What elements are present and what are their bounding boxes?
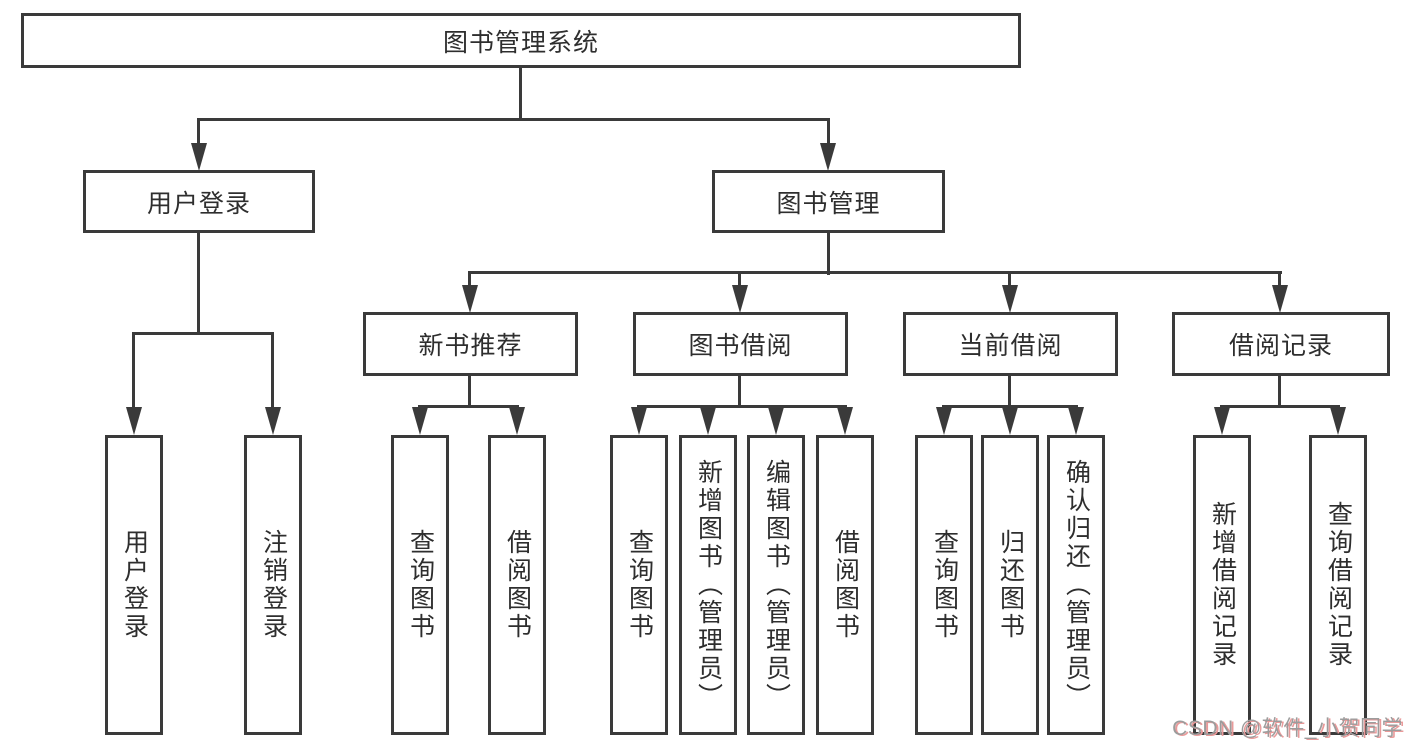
arrow-cb-return bbox=[1002, 407, 1018, 435]
connector-root-hbar bbox=[197, 118, 830, 121]
connector-user-login-stem bbox=[197, 231, 200, 335]
connector-br-stem bbox=[1278, 374, 1281, 408]
arrow-rec-query bbox=[412, 407, 428, 435]
node-leaf-br-query-record: 查询借阅记录 bbox=[1309, 435, 1367, 735]
arrow-cb-confirm bbox=[1068, 407, 1084, 435]
node-book-management: 图书管理 bbox=[712, 170, 945, 233]
connector-rec-stem bbox=[468, 374, 471, 408]
connector-bb-stem bbox=[738, 374, 741, 408]
arrow-br-query bbox=[1330, 407, 1346, 435]
node-book-borrowing: 图书借阅 bbox=[633, 312, 848, 376]
node-leaf-cb-return-book: 归还图书 bbox=[981, 435, 1039, 735]
arrow-rec-borrow bbox=[509, 407, 525, 435]
node-leaf-rec-borrow-book: 借阅图书 bbox=[488, 435, 546, 735]
connector-user-login-hbar bbox=[132, 332, 274, 335]
connector-drop-user-login bbox=[197, 118, 200, 146]
connector-bb-hbar bbox=[637, 405, 847, 408]
node-current-borrowing: 当前借阅 bbox=[903, 312, 1118, 376]
arrow-bb-borrow bbox=[837, 407, 853, 435]
arrow-leaf-user-login bbox=[126, 407, 142, 435]
arrow-bb-edit bbox=[768, 407, 784, 435]
node-new-book-recommend: 新书推荐 bbox=[363, 312, 578, 376]
arrow-bb-query bbox=[631, 407, 647, 435]
connector-rec-hbar bbox=[418, 405, 519, 408]
arrow-br bbox=[1272, 285, 1288, 313]
csdn-watermark: CSDN @软件_小贺同学 bbox=[1172, 717, 1403, 740]
connector-cb-stem bbox=[1008, 374, 1011, 408]
node-leaf-rec-query-book: 查询图书 bbox=[391, 435, 449, 735]
node-leaf-br-add-record: 新增借阅记录 bbox=[1193, 435, 1251, 735]
connector-book-mgmt-stem bbox=[827, 231, 830, 275]
node-leaf-logout: 注销登录 bbox=[244, 435, 302, 735]
arrow-bb bbox=[732, 285, 748, 313]
node-leaf-bb-add-book: 新增图书（管理员） bbox=[679, 435, 737, 735]
node-root-system: 图书管理系统 bbox=[21, 13, 1021, 68]
connector-drop-rec bbox=[468, 271, 471, 289]
node-leaf-bb-edit-book: 编辑图书（管理员） bbox=[747, 435, 805, 735]
node-leaf-cb-confirm-return: 确认归还（管理员） bbox=[1047, 435, 1105, 735]
connector-drop-leaf-logout bbox=[271, 332, 274, 409]
arrow-leaf-logout bbox=[265, 407, 281, 435]
connector-drop-bb bbox=[738, 271, 741, 289]
connector-root-stem bbox=[519, 66, 522, 121]
arrow-rec bbox=[462, 285, 478, 313]
connector-book-mgmt-hbar bbox=[468, 271, 1282, 274]
node-borrowing-records: 借阅记录 bbox=[1172, 312, 1390, 376]
connector-br-hbar bbox=[1220, 405, 1340, 408]
connector-cb-hbar bbox=[942, 405, 1078, 408]
arrow-cb-query bbox=[936, 407, 952, 435]
arrow-user-login bbox=[191, 143, 207, 171]
arrow-cb bbox=[1002, 285, 1018, 313]
node-leaf-cb-query-book: 查询图书 bbox=[915, 435, 973, 735]
arrow-br-add bbox=[1214, 407, 1230, 435]
arrow-book-mgmt bbox=[820, 143, 836, 171]
connector-drop-leaf-user-login bbox=[132, 332, 135, 409]
node-user-login: 用户登录 bbox=[83, 170, 315, 233]
connector-drop-br bbox=[1278, 271, 1281, 289]
arrow-bb-add bbox=[700, 407, 716, 435]
connector-drop-cb bbox=[1008, 271, 1011, 289]
node-leaf-user-login: 用户登录 bbox=[105, 435, 163, 735]
node-leaf-bb-borrow-book: 借阅图书 bbox=[816, 435, 874, 735]
node-leaf-bb-query-book: 查询图书 bbox=[610, 435, 668, 735]
connector-drop-book-mgmt bbox=[827, 118, 830, 146]
